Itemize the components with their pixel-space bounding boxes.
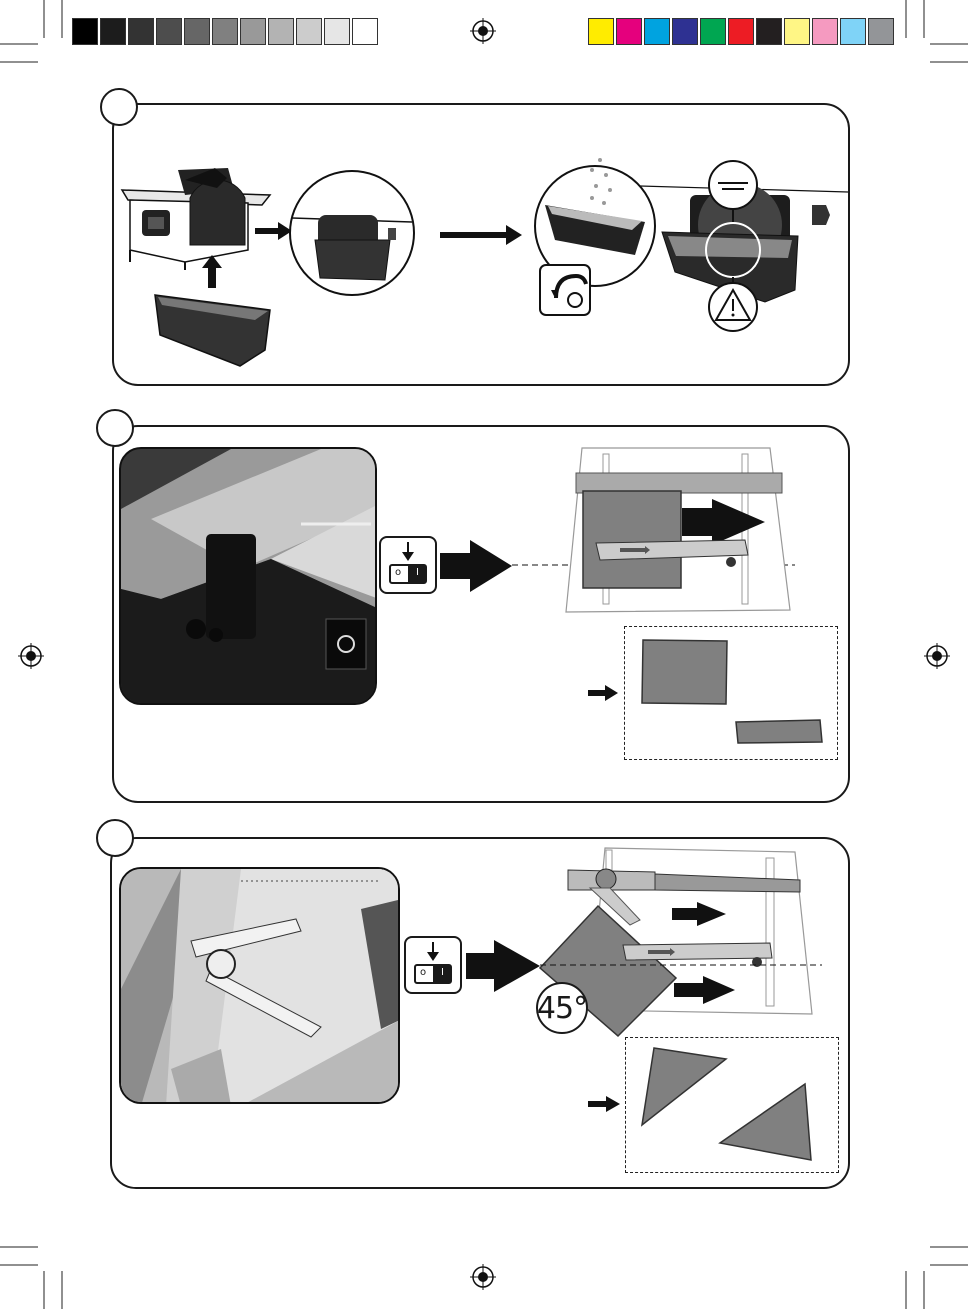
color-swatch: [588, 18, 614, 45]
color-swatch: [868, 18, 894, 45]
registration-target-icon: [470, 18, 496, 44]
warning-triangle-icon: [709, 283, 757, 331]
water-tray-icon: [155, 295, 270, 366]
color-swatch: [756, 18, 782, 45]
color-swatch: [672, 18, 698, 45]
water-tap-icon: [540, 265, 590, 315]
registration-target-icon: [18, 643, 44, 669]
color-swatch: [212, 18, 238, 45]
color-swatch: [784, 18, 810, 45]
color-swatch: [700, 18, 726, 45]
worktable-icon: [122, 168, 270, 270]
cut-result-pieces: [585, 636, 835, 751]
cut-result-triangles: [585, 1040, 837, 1170]
color-swatch: [268, 18, 294, 45]
color-swatch: [728, 18, 754, 45]
color-swatch: [616, 18, 642, 45]
color-swatch: [812, 18, 838, 45]
angle-45-degree-badge: 45°: [536, 982, 588, 1034]
color-swatch: [156, 18, 182, 45]
registration-target-icon: [924, 643, 950, 669]
color-swatch: [100, 18, 126, 45]
color-swatch: [644, 18, 670, 45]
panel-1-illustration: [114, 105, 848, 384]
color-swatch: [240, 18, 266, 45]
registration-target-icon: [470, 1264, 496, 1290]
color-swatch: [72, 18, 98, 45]
color-swatch: [296, 18, 322, 45]
color-swatch: [352, 18, 378, 45]
color-swatch: [184, 18, 210, 45]
color-swatch: [128, 18, 154, 45]
color-swatch: [324, 18, 350, 45]
color-swatch: [840, 18, 866, 45]
